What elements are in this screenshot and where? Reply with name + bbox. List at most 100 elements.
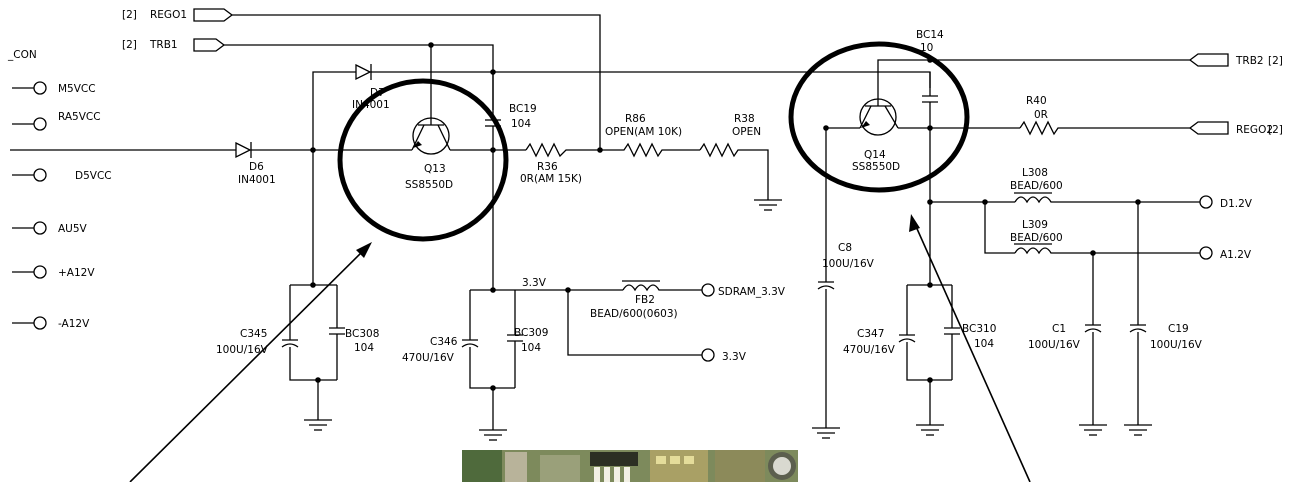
svg-text:100U/16V: 100U/16V [1028, 339, 1081, 351]
resistor-r86: R86 OPEN(AM 10K) [600, 113, 700, 158]
svg-text:D1.2V: D1.2V [1220, 198, 1253, 210]
svg-text:D5VCC: D5VCC [75, 170, 112, 182]
port-trb1-flag [193, 38, 226, 52]
pcb-photo [462, 450, 798, 482]
svg-text:-A12V: -A12V [58, 318, 90, 330]
wire-33v-out [567, 290, 702, 356]
inductor-l308: L308 BEAD/600 [1010, 167, 1200, 204]
output-d12v: D1.2V [1199, 195, 1253, 210]
svg-text:Q14: Q14 [864, 149, 886, 161]
svg-text:BEAD/600: BEAD/600 [1010, 232, 1063, 244]
svg-text:BC19: BC19 [509, 103, 537, 115]
svg-text:104: 104 [354, 342, 374, 354]
wire-l309-in [984, 202, 1015, 254]
resistor-r38: R38 OPEN [699, 113, 769, 200]
port-rego1-flag [193, 8, 234, 22]
transistor-q14: Q14 SS8550D [852, 90, 900, 173]
svg-text:C346: C346 [430, 336, 458, 348]
svg-text:104: 104 [511, 118, 531, 130]
svg-text:100U/16V: 100U/16V [216, 344, 269, 356]
capacitor-c19: C19 100U/16V [1129, 202, 1203, 425]
svg-text:L308: L308 [1022, 167, 1048, 179]
port-trb1: [2] TRB1 [122, 38, 226, 52]
svg-text:0R(AM 15K): 0R(AM 15K) [520, 173, 582, 185]
svg-text:BEAD/600: BEAD/600 [1010, 180, 1063, 192]
capacitor-c1: C1 100U/16V [1028, 253, 1102, 425]
rail-ra5vcc: RA5VCC [12, 111, 101, 131]
svg-text:RA5VCC: RA5VCC [58, 111, 101, 123]
capacitor-c8: C8 100U/16V [817, 242, 875, 428]
net-label-3v3: 3.3V [522, 277, 547, 289]
svg-text:Q13: Q13 [424, 163, 446, 175]
svg-text:OPEN(AM 10K): OPEN(AM 10K) [605, 126, 682, 138]
capacitor-c347: C347 470U/16V [843, 284, 952, 381]
svg-text:M5VCC: M5VCC [58, 83, 96, 95]
svg-text:BC14: BC14 [916, 29, 944, 41]
ground-symbol [812, 427, 840, 439]
svg-text:C8: C8 [838, 242, 852, 254]
svg-text:R38: R38 [734, 113, 755, 125]
svg-text:BC310: BC310 [962, 323, 996, 335]
svg-text:R86: R86 [625, 113, 646, 125]
capacitor-bc308: BC308 104 [329, 285, 379, 380]
transistor-q13: Q13 SS8550D [405, 115, 453, 191]
wire-rego1 [232, 14, 601, 150]
highlight-circle-q13 [337, 78, 509, 242]
svg-text:L309: L309 [1022, 219, 1048, 231]
ground-symbol [916, 424, 944, 436]
svg-text:BEAD/600(0603): BEAD/600(0603) [590, 308, 678, 320]
svg-text:AU5V: AU5V [58, 223, 88, 235]
svg-text:C345: C345 [240, 328, 267, 340]
rail-plus-a12v: +A12V [12, 265, 95, 279]
capacitor-bc309: BC309 104 [507, 290, 548, 388]
resistor-r40: R40 0R [1019, 95, 1190, 136]
svg-text:SS8550D: SS8550D [852, 161, 900, 173]
rail-au5v: AU5V [12, 221, 88, 235]
rail-m5vcc: M5VCC [12, 81, 96, 95]
ground-symbol [479, 429, 507, 441]
connector-title: _CON [7, 49, 37, 61]
svg-text:FB2: FB2 [635, 294, 655, 306]
diode-d6: D6 IN4001 [235, 141, 276, 186]
svg-text:100U/16V: 100U/16V [822, 258, 875, 270]
highlight-circle-q14 [788, 41, 970, 193]
wire-q14-base [877, 59, 930, 90]
output-33v: 3.3V [701, 348, 747, 363]
svg-text:D6: D6 [249, 161, 264, 173]
output-sdram-33v: SDRAM_3.3V [701, 283, 786, 298]
junction [428, 42, 434, 48]
port-rego1: [2] REGO1 [122, 8, 234, 22]
port-rego1-index: [2] [122, 9, 137, 21]
ground-symbol [1079, 424, 1107, 436]
svg-text:BC309: BC309 [514, 327, 548, 339]
svg-text:[2]: [2] [1268, 124, 1283, 136]
output-a12v: A1.2V [1199, 246, 1252, 261]
rail-d5vcc: D5VCC [12, 168, 112, 182]
svg-text:SS8550D: SS8550D [405, 179, 453, 191]
svg-text:3.3V: 3.3V [722, 351, 747, 363]
capacitor-bc19: BC19 104 [485, 72, 537, 150]
rail-minus-a12v: -A12V [12, 316, 90, 330]
port-trb1-index: [2] [122, 39, 137, 51]
arrow-to-q13 [129, 242, 372, 482]
svg-text:C1: C1 [1052, 323, 1066, 335]
ferrite-fb2: FB2 BEAD/600(0603) [590, 280, 702, 320]
capacitor-bc310: BC310 104 [944, 285, 996, 380]
svg-text:104: 104 [521, 342, 541, 354]
inductor-l309: L309 BEAD/600 [1010, 219, 1200, 255]
svg-text:R40: R40 [1026, 95, 1047, 107]
svg-text:470U/16V: 470U/16V [402, 352, 455, 364]
svg-text:104: 104 [974, 338, 994, 350]
svg-text:TRB2: TRB2 [1235, 55, 1264, 67]
svg-text:OPEN: OPEN [732, 126, 761, 138]
arrow-to-q14 [909, 214, 1031, 482]
port-trb2: TRB2 [2] [1188, 53, 1283, 67]
svg-text:IN4001: IN4001 [238, 174, 276, 186]
svg-text:A1.2V: A1.2V [1220, 249, 1252, 261]
svg-text:C19: C19 [1168, 323, 1189, 335]
svg-text:[2]: [2] [1268, 55, 1283, 67]
svg-text:+A12V: +A12V [58, 267, 95, 279]
wire-d7-in [312, 71, 356, 150]
resistor-r36: R36 0R(AM 15K) [520, 142, 600, 185]
